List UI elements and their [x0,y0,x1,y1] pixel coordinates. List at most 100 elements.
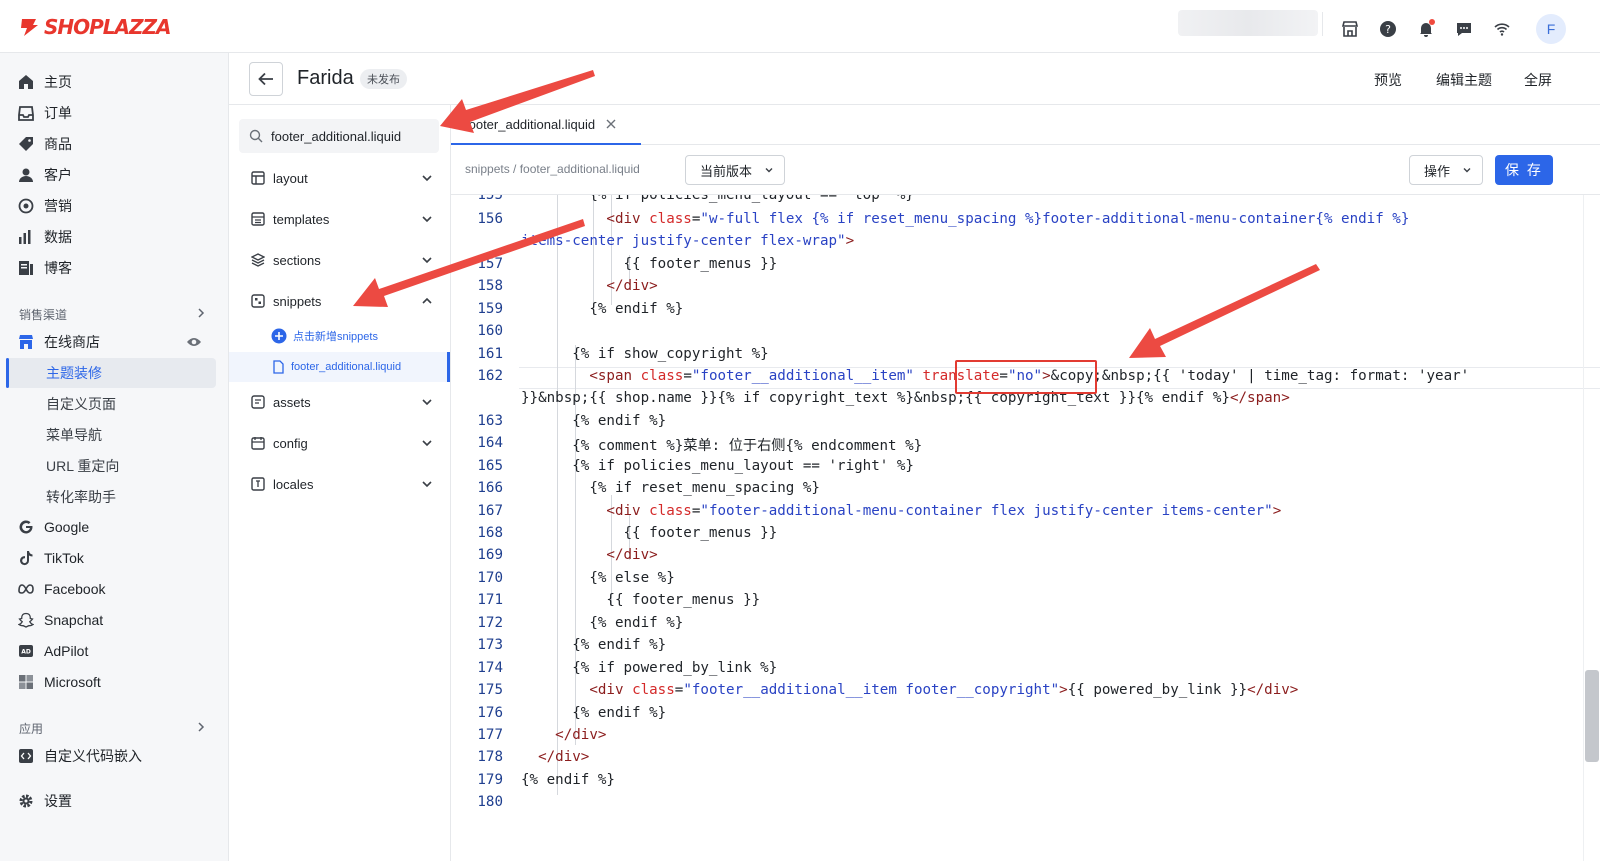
file-label: footer_additional.liquid [291,361,402,373]
help-icon[interactable]: ? [1378,19,1398,39]
code-line: </div> [538,749,590,765]
line-number: 156 [477,211,503,227]
file-footer-additional[interactable]: footer_additional.liquid [271,355,401,379]
scrollbar-thumb[interactable] [1585,670,1599,762]
tab-footer-additional[interactable]: footer_additional.liquid [451,105,641,145]
page-title: Farida [297,67,354,89]
wifi-icon[interactable] [1492,19,1512,39]
line-number: 171 [477,592,503,608]
edit-theme-button[interactable]: 编辑主题 [1436,72,1492,88]
store-icon[interactable] [1340,19,1360,39]
sidebar-item-orders[interactable]: 订单 [18,99,72,127]
sidebar-item-marketing[interactable]: 营销 [18,192,72,220]
fullscreen-button[interactable]: 全屏 [1524,72,1552,88]
line-number: 163 [477,413,503,429]
close-icon[interactable] [605,118,617,130]
sidebar-item-tiktok[interactable]: TikTok [18,544,84,572]
tab-label: footer_additional.liquid [465,116,596,132]
avatar[interactable]: F [1536,14,1566,44]
sidebar-item-menu-nav[interactable]: 菜单导航 [46,427,102,443]
sidebar-item-products[interactable]: 商品 [18,130,72,158]
code-line: {% if policies_menu_layout == 'top' %} [521,195,914,203]
sidebar-item-microsoft[interactable]: Microsoft [18,668,101,696]
sidebar-item-adpilot[interactable]: AD AdPilot [18,637,88,665]
sidebar-item-online-store[interactable]: 在线商店 [18,328,100,356]
folder-label: config [273,435,308,451]
folder-label: assets [273,394,311,410]
code-line: {% endif %} [521,705,667,721]
store-selector[interactable] [1178,10,1318,36]
folder-config[interactable]: config [251,430,433,456]
layers-icon [251,253,265,267]
chevron-right-icon[interactable] [196,722,206,732]
code-line: <div class="footer-additional-menu-conta… [606,503,1282,519]
save-button[interactable]: 保 存 [1495,155,1553,185]
folder-locales[interactable]: locales [251,471,433,497]
file-search-input[interactable] [271,128,431,144]
sidebar-item-label: 商品 [44,136,72,152]
code-line: </div> [555,727,607,743]
code-line: </div> [606,547,658,563]
adpilot-icon: AD [19,645,33,657]
snapchat-icon [18,612,34,628]
sidebar-item-custom-code[interactable]: 自定义代码嵌入 [18,742,142,770]
message-icon[interactable] [1454,19,1474,39]
sidebar-item-url-redirect[interactable]: URL 重定向 [46,458,120,474]
user-icon [19,168,33,182]
chevron-down-icon [422,216,432,223]
svg-text:?: ? [1385,23,1391,36]
operations-select[interactable]: 操作 [1409,155,1483,185]
sidebar-item-custom-pages[interactable]: 自定义页面 [46,396,116,412]
indent-guide [593,195,594,305]
code-line: </div> [606,278,658,294]
scrollbar-track[interactable] [1583,195,1600,861]
breadcrumb: snippets / footer_additional.liquid [465,162,640,176]
sidebar-item-label: 设置 [44,793,72,809]
back-button[interactable] [249,62,283,96]
folder-templates[interactable]: templates [251,206,433,232]
chevron-down-icon [422,440,432,447]
code-editor: footer_additional.liquid snippets / foot… [451,105,1600,861]
inbox-icon [18,106,34,121]
storefront-icon [19,335,33,349]
version-select[interactable]: 当前版本 [685,155,785,185]
sidebar-item-home[interactable]: 主页 [18,68,72,96]
code-line: {% if show_copyright %} [521,346,769,362]
preview-button[interactable]: 预览 [1374,72,1402,88]
eye-icon[interactable] [186,336,202,348]
config-icon [251,437,265,450]
folder-layout[interactable]: layout [251,165,433,191]
sidebar-item-facebook[interactable]: Facebook [18,575,105,603]
bell-icon[interactable] [1416,19,1436,39]
sidebar-item-analytics[interactable]: 数据 [18,223,72,251]
sidebar-item-label: 博客 [44,260,72,276]
sidebar-item-label: AdPilot [44,643,89,659]
sidebar-item-settings[interactable]: 设置 [18,787,72,815]
folder-assets[interactable]: assets [251,389,433,415]
folder-label: layout [273,170,308,186]
indent-guide [629,255,630,285]
chevron-down-icon [422,399,432,406]
sidebar-item-label: TikTok [44,550,84,566]
sidebar-item-customers[interactable]: 客户 [18,161,72,189]
code-embed-icon [19,749,33,763]
sidebar-item-conversion-helper[interactable]: 转化率助手 [46,489,116,505]
file-search[interactable] [239,119,439,153]
sidebar-item-snapchat[interactable]: Snapchat [18,606,103,634]
folder-sections[interactable]: sections [251,247,433,273]
code-line: {% endif %} [521,772,615,788]
logo[interactable]: SHOPLAZZA [18,13,172,41]
chevron-down-icon [422,175,432,182]
add-snippet-button[interactable]: 点击新增snippets [271,324,378,348]
sidebar-item-theme-design[interactable]: 主题装修 [46,365,102,381]
code-line: {{ footer_menus }} [521,256,778,272]
sidebar-item-google[interactable]: Google [18,513,89,541]
folder-snippets[interactable]: snippets [251,288,433,314]
chevron-right-icon[interactable] [196,308,206,318]
brand-name: SHOPLAZZA [44,15,172,39]
sidebar-item-blog[interactable]: 博客 [18,254,72,282]
chevron-up-icon [422,297,432,304]
indent-guide [611,495,612,605]
